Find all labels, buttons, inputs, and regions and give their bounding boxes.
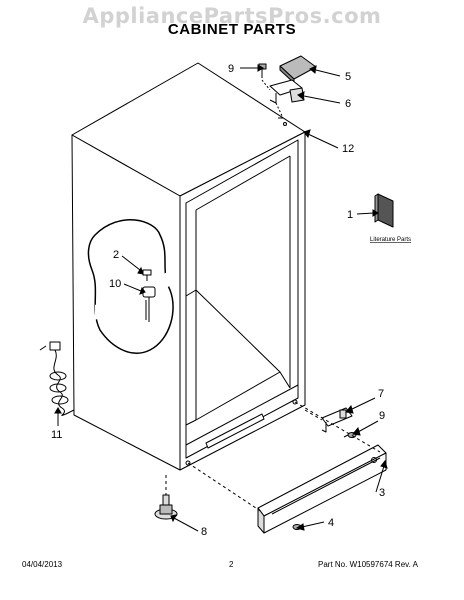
callout-11: 11 [51, 429, 62, 441]
callout-8: 8 [201, 526, 207, 538]
part-1-literature [374, 193, 394, 228]
callout-3: 3 [379, 487, 385, 499]
part-6-top-hinge [269, 79, 305, 104]
part-5-hinge-cover [279, 55, 317, 84]
callout-4: 4 [328, 517, 334, 529]
callout-1: 1 [347, 209, 353, 221]
part-7-bottom-hinge [321, 407, 353, 433]
watermark: AppliancePartsPros.com [82, 4, 382, 28]
callout-10: 10 [109, 278, 121, 290]
callout-12: 12 [342, 143, 354, 155]
literature-parts-label: Literature Parts [370, 237, 411, 243]
callout-6: 6 [345, 98, 351, 110]
part-3-base-grille [257, 444, 387, 534]
part-8-leveling-leg [154, 494, 178, 520]
page-title: CABINET PARTS [167, 21, 297, 38]
callout-7: 7 [378, 388, 384, 400]
part-11-power-cord [39, 341, 75, 416]
callout-9-bottom: 9 [379, 410, 385, 422]
callout-9-top: 9 [228, 63, 234, 75]
callout-5: 5 [345, 71, 351, 83]
part-10-plug [142, 286, 156, 322]
footer-date: 04/04/2013 [22, 560, 63, 569]
footer-part-number: Part No. W10597674 Rev. A [318, 560, 418, 569]
footer-page-number: 2 [229, 560, 234, 569]
callout-2: 2 [113, 249, 119, 261]
